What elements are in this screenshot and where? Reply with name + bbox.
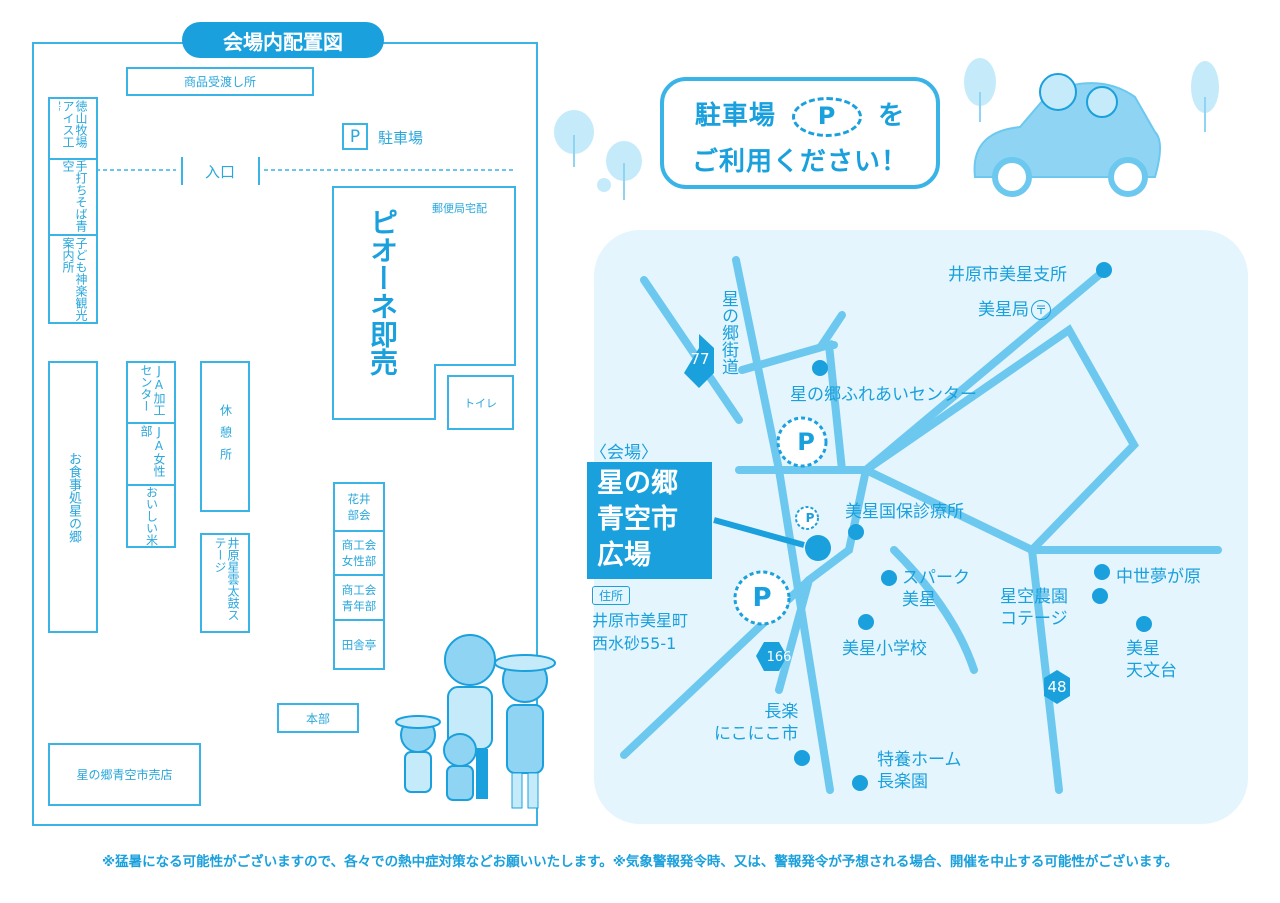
post-office-delivery-label: 郵便局宅配 bbox=[432, 202, 487, 215]
choraku-market-label: 長楽 にこにこ市 bbox=[714, 702, 799, 744]
kaido-road-label: 星の郷街道 bbox=[718, 290, 738, 375]
taiko-stage: 井原星雲太鼓ステージ bbox=[200, 533, 250, 633]
tree-illustration-left bbox=[554, 110, 642, 200]
car-illustration bbox=[964, 58, 1219, 197]
footer-notice: ※猛暑になる可能性がございますので、各々での熱中症対策などお願いいたします。※気… bbox=[101, 854, 1178, 870]
layout-plan-title: 会場内配置図 bbox=[182, 22, 384, 58]
pione-booth-outline bbox=[332, 186, 516, 420]
parking-banner: 駐車場 P を ご利用ください！ bbox=[660, 77, 940, 189]
address-line-1: 井原市美星町 bbox=[592, 611, 689, 630]
address-label: 住所 bbox=[592, 586, 631, 605]
venue-caption: 〈会場〉 bbox=[590, 443, 658, 463]
ja-josei-booth: JA女性部 bbox=[126, 422, 176, 486]
school-label: 美星小学校 bbox=[842, 639, 927, 659]
parking-icon-south: P bbox=[752, 583, 772, 613]
hanai-booth: 花井部会 bbox=[333, 482, 385, 532]
tokuyama-booth: 徳山牧場アイス工房 bbox=[48, 97, 98, 160]
road-network bbox=[620, 256, 1222, 794]
store-booth: 星の郷青空市売店 bbox=[48, 743, 201, 806]
ja-kako-booth: JA加工センター bbox=[126, 361, 176, 424]
route-166-label: 166 bbox=[766, 649, 792, 665]
post-office-label: 美星局〒 bbox=[978, 295, 1051, 320]
entrance-dashed-line bbox=[96, 157, 514, 185]
inakatei-booth: 田舎亭 bbox=[333, 619, 385, 670]
entrance-label: 入口 bbox=[205, 163, 236, 181]
post-office-icon: 〒 bbox=[1031, 300, 1051, 320]
nursing-home-label: 特養ホーム 長楽園 bbox=[877, 750, 962, 792]
parking-icon-small: P bbox=[805, 511, 815, 525]
address-line-2: 西水砂55-1 bbox=[592, 634, 677, 653]
route-48-label: 48 bbox=[1047, 678, 1067, 696]
chusei-label: 中世夢が原 bbox=[1116, 567, 1201, 587]
product-pickup-booth: 商品受渡し所 bbox=[126, 67, 314, 96]
spark-label: スパーク 美星 bbox=[902, 568, 970, 610]
kodomo-kagura-booth: 子ども神楽観光案内所 bbox=[48, 234, 98, 324]
rest-area: 休憩所 bbox=[200, 361, 250, 512]
fureai-center-label: 星の郷ふれあいセンター bbox=[790, 385, 977, 405]
teuchi-soba-booth: 手打ちそば青空 bbox=[48, 158, 98, 236]
route-77-label: 77 bbox=[690, 350, 710, 368]
banner-line-2: ご利用ください！ bbox=[691, 147, 908, 177]
banner-parking-icon: P bbox=[792, 96, 862, 137]
shokokai-josei-booth: 商工会女性部 bbox=[333, 530, 385, 576]
oishii-kome-booth: おいしい米 bbox=[126, 484, 176, 548]
observatory-label: 美星 天文台 bbox=[1126, 639, 1177, 681]
banner-line-1: 駐車場 P を bbox=[664, 95, 936, 137]
toilet-booth: トイレ bbox=[447, 375, 514, 430]
family-illustration bbox=[395, 634, 556, 809]
dining-booth: お食事処星の郷 bbox=[48, 361, 98, 633]
parking-legend-label: 駐車場 bbox=[378, 129, 424, 147]
venue-name-box: 星の郷 青空市 広場 bbox=[587, 462, 712, 579]
branch-office-label: 井原市美星支所 bbox=[948, 265, 1067, 285]
parking-icon: P bbox=[342, 123, 368, 150]
clinic-label: 美星国保診療所 bbox=[845, 502, 964, 522]
hoshizora-cottage-label: 星空農園 コテージ bbox=[1000, 587, 1068, 629]
parking-icon-north: P bbox=[797, 428, 815, 456]
honbu-booth: 本部 bbox=[277, 703, 359, 733]
pione-sales-label: ピオーネ即売 bbox=[366, 208, 399, 376]
shokokai-seinen-booth: 商工会青年部 bbox=[333, 574, 385, 621]
